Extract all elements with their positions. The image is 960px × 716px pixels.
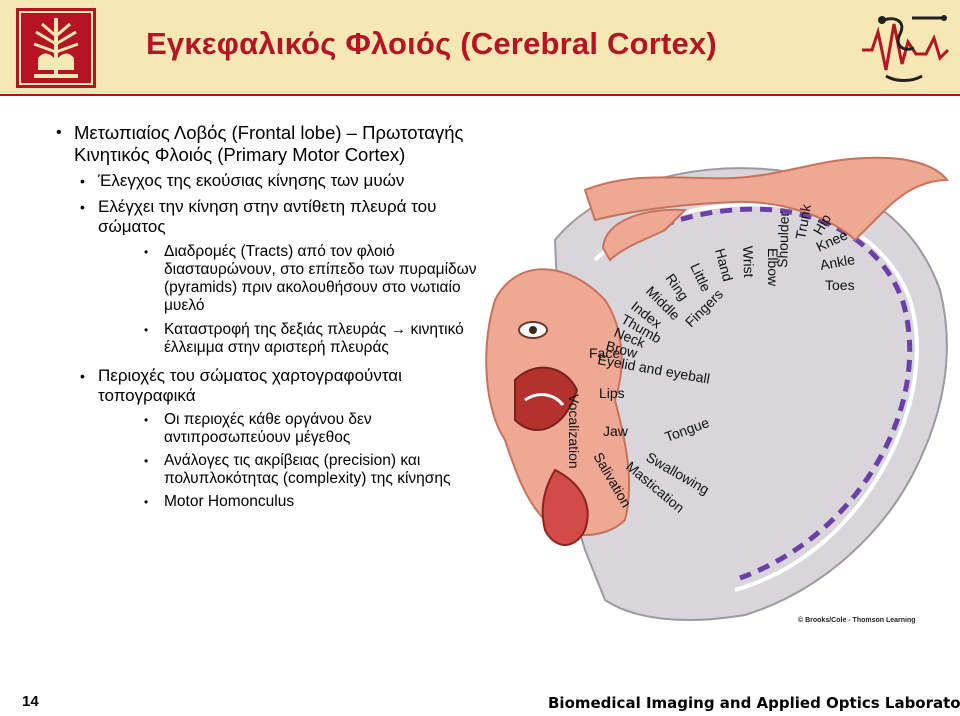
label-jaw: Jaw bbox=[603, 423, 629, 439]
hand-figure bbox=[601, 208, 688, 262]
bullet-voluntary-movement: •Έλεγχος της εκούσιας κίνησης των μυών bbox=[80, 171, 405, 190]
bullet-right-damage: •Καταστροφή της δεξιάς πλευράς → κινητικ… bbox=[144, 321, 464, 356]
cortex-segment-marks bbox=[608, 206, 913, 581]
tongue-figure bbox=[541, 468, 589, 546]
bullet-size: •Οι περιοχές κάθε οργάνου δεν αντιπροσωπ… bbox=[144, 411, 372, 446]
label-face: Face bbox=[589, 345, 620, 361]
label-lips: Lips bbox=[599, 385, 625, 401]
bullet-precision: •Ανάλογες τις ακρίβειας (precision) και … bbox=[144, 452, 451, 487]
mouth-figure bbox=[514, 366, 579, 431]
label-vocalization: Vocalization bbox=[566, 394, 582, 469]
university-logo-icon bbox=[16, 8, 96, 88]
footer-lab-name: Biomedical Imaging and Applied Optics La… bbox=[548, 694, 960, 712]
bullet-list: •Μετωπιαίος Λοβός (Frontal lobe) – Πρωτο… bbox=[52, 122, 492, 511]
cortex-inner-edge bbox=[593, 202, 919, 592]
leg-figure bbox=[583, 156, 950, 242]
bullet-contralateral-control: •Ελέγχει την κίνηση στην αντίθετη πλευρά… bbox=[80, 197, 437, 236]
title-band: Εγκεφαλικός Φλοιός (Cerebral Cortex) bbox=[0, 0, 960, 96]
bullet-frontal-lobe: •Μετωπιαίος Λοβός (Frontal lobe) – Πρωτο… bbox=[56, 122, 464, 165]
label-trunk: Trunk bbox=[792, 202, 814, 240]
bullet-tracts: •Διαδρομές (Tracts) από τον φλοιό διαστα… bbox=[144, 243, 477, 314]
label-wrist: Wrist bbox=[740, 246, 757, 278]
bullet-topographic-map: •Περιοχές του σώματος χαρτογραφούνται το… bbox=[80, 366, 402, 405]
label-ankle: Ankle bbox=[819, 251, 856, 273]
page-number: 14 bbox=[22, 693, 39, 710]
cortex-shape bbox=[553, 167, 948, 621]
lab-logo-icon bbox=[862, 15, 950, 82]
title-divider bbox=[0, 94, 960, 96]
page-title: Εγκεφαλικός Φλοιός (Cerebral Cortex) bbox=[146, 26, 717, 61]
label-toes: Toes bbox=[825, 277, 855, 293]
label-shoulder: Shoulder bbox=[774, 211, 792, 268]
motor-homunculus-figure: Toes Ankle Knee Hip Trunk Shoulder Elbow… bbox=[485, 156, 950, 621]
bullet-homonculus: •Motor Homonculus bbox=[144, 493, 295, 510]
label-elbow: Elbow bbox=[765, 248, 781, 287]
image-credit: © Brooks/Cole - Thomson Learning bbox=[798, 617, 916, 624]
